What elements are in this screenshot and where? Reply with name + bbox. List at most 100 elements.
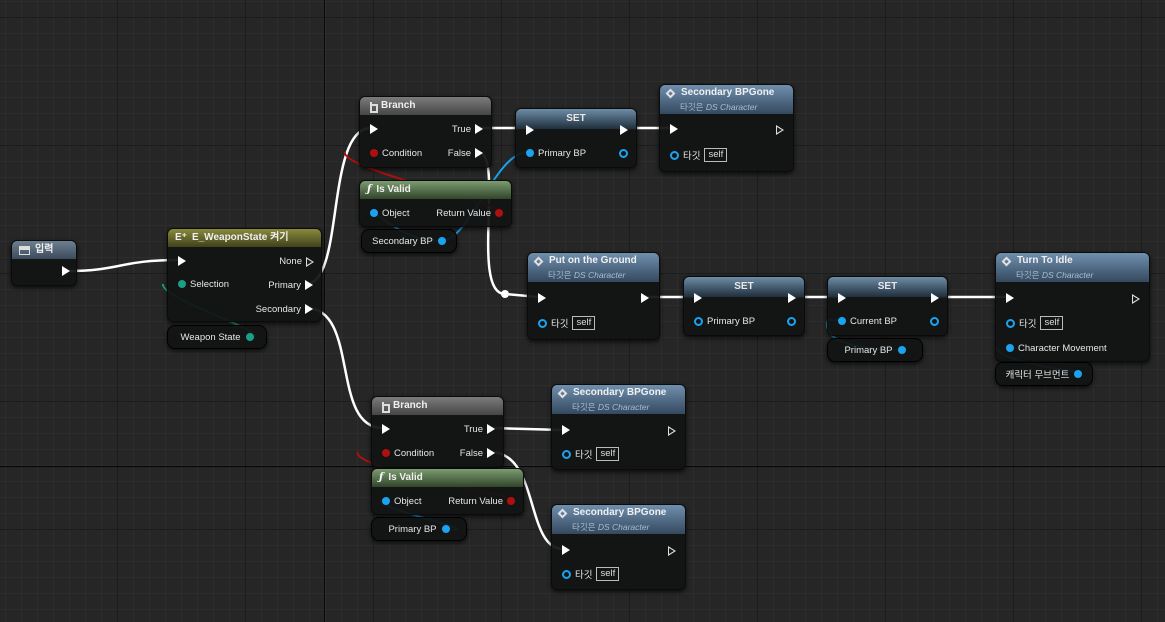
exec-out-secondary-pin[interactable]: [305, 304, 313, 314]
object-label: Object: [382, 207, 410, 219]
target-label: 타깃: [551, 319, 569, 330]
target-pin[interactable]: [670, 150, 679, 160]
is-valid-title: Is Valid: [376, 184, 411, 195]
function-icon: ƒ: [379, 472, 384, 483]
return-value-pin[interactable]: [507, 497, 515, 505]
wire-reroute-knot: [501, 290, 509, 298]
primary-bp-variable-mid[interactable]: Primary BP: [827, 338, 923, 362]
current-bp-label: Current BP: [850, 315, 897, 327]
set-primary-node-top[interactable]: SET Primary BP: [515, 108, 637, 168]
weapon-state-pin[interactable]: [245, 333, 254, 341]
branch-title: Branch: [393, 400, 428, 411]
secondary-bp-variable[interactable]: Secondary BP: [361, 229, 457, 253]
target-class: DS Character: [573, 270, 626, 280]
condition-pin[interactable]: [370, 149, 378, 157]
primary-bp-pin[interactable]: [441, 525, 450, 533]
function-call-icon: [557, 508, 568, 518]
target-self-field[interactable]: self: [1040, 316, 1064, 330]
exec-out-pin[interactable]: [668, 545, 676, 556]
exec-out-pin[interactable]: [620, 125, 628, 135]
primary-bp-label: Primary BP: [707, 315, 756, 327]
branch-node-top[interactable]: Branch True Condition False: [359, 96, 492, 168]
target-self-field[interactable]: self: [704, 148, 728, 162]
branch-node-bottom[interactable]: Branch True Condition False: [371, 396, 504, 468]
target-self-field[interactable]: self: [572, 316, 596, 330]
primary-bp-variable-bottom[interactable]: Primary BP: [371, 517, 467, 541]
exec-in-pin[interactable]: [538, 293, 546, 303]
exec-out-pin[interactable]: [668, 425, 676, 436]
exec-out-pin[interactable]: [776, 124, 784, 135]
primary-bp-pin[interactable]: [526, 149, 534, 157]
exec-out-primary-pin[interactable]: [305, 280, 313, 290]
exec-out-pin[interactable]: [788, 293, 796, 303]
exec-out-true-pin[interactable]: [487, 424, 495, 434]
exec-out-pin[interactable]: [931, 293, 939, 303]
exec-out-pin[interactable]: [62, 266, 70, 276]
character-movement-pin[interactable]: [1006, 344, 1014, 352]
weapon-state-variable[interactable]: Weapon State: [167, 325, 267, 349]
current-bp-out-pin[interactable]: [930, 316, 939, 326]
set-primary-node-mid[interactable]: SET Primary BP: [683, 276, 805, 336]
primary-bp-out-pin[interactable]: [619, 148, 628, 158]
exec-in-pin[interactable]: [670, 124, 678, 134]
exec-out-none-pin[interactable]: [306, 256, 314, 267]
node-title: Secondary BPGone: [573, 387, 667, 398]
exec-in-pin[interactable]: [178, 256, 186, 266]
input-node[interactable]: 입력: [11, 240, 77, 286]
is-valid-title: Is Valid: [388, 472, 423, 483]
set-current-bp-node[interactable]: SET Current BP: [827, 276, 948, 336]
exec-out-pin[interactable]: [641, 293, 649, 303]
exec-out-false-pin[interactable]: [487, 448, 495, 458]
current-bp-pin[interactable]: [838, 317, 846, 325]
primary-bp-pin[interactable]: [694, 316, 703, 326]
exec-in-pin[interactable]: [370, 124, 378, 134]
character-movement-variable[interactable]: 캐릭터 무브먼트: [995, 362, 1093, 386]
set-title: SET: [684, 277, 804, 297]
exec-out-false-pin[interactable]: [475, 148, 483, 158]
function-call-icon: [557, 388, 568, 398]
primary-bp-pin[interactable]: [897, 346, 906, 354]
target-self-field[interactable]: self: [596, 447, 620, 461]
exec-in-pin[interactable]: [1006, 293, 1014, 303]
function-call-icon: [533, 256, 544, 266]
function-call-icon: [665, 88, 676, 98]
switch-node-title: E_WeaponState 켜기: [191, 232, 289, 243]
target-class: DS Character: [597, 522, 650, 532]
exec-in-pin[interactable]: [694, 293, 702, 303]
primary-bp-out-pin[interactable]: [787, 316, 796, 326]
target-prefix: 타깃은: [548, 270, 574, 280]
exec-in-pin[interactable]: [382, 424, 390, 434]
target-pin[interactable]: [562, 569, 571, 579]
secondary-bp-pin[interactable]: [437, 237, 446, 245]
object-pin[interactable]: [370, 209, 378, 217]
target-self-field[interactable]: self: [596, 567, 620, 581]
target-pin[interactable]: [538, 318, 547, 328]
exec-out-pin[interactable]: [1132, 293, 1140, 304]
object-pin[interactable]: [382, 497, 390, 505]
switch-enum-node[interactable]: E⁺E_WeaponState 켜기 None Selection Primar…: [167, 228, 322, 322]
primary-bp-label: Primary BP: [844, 344, 893, 356]
target-pin[interactable]: [1006, 318, 1015, 328]
target-pin[interactable]: [562, 449, 571, 459]
exec-out-true-pin[interactable]: [475, 124, 483, 134]
selection-pin[interactable]: [178, 280, 186, 288]
target-prefix: 타깃은: [572, 402, 598, 412]
exec-in-pin[interactable]: [838, 293, 846, 303]
return-value-pin[interactable]: [495, 209, 503, 217]
target-class: DS Character: [597, 402, 650, 412]
pin-label-secondary: Secondary: [255, 303, 301, 315]
set-title: SET: [828, 277, 947, 297]
condition-pin[interactable]: [382, 449, 390, 457]
condition-label: Condition: [394, 447, 435, 459]
exec-in-pin[interactable]: [562, 545, 570, 555]
exec-in-pin[interactable]: [526, 125, 534, 135]
character-movement-var-pin[interactable]: [1074, 370, 1083, 378]
exec-in-pin[interactable]: [562, 425, 570, 435]
